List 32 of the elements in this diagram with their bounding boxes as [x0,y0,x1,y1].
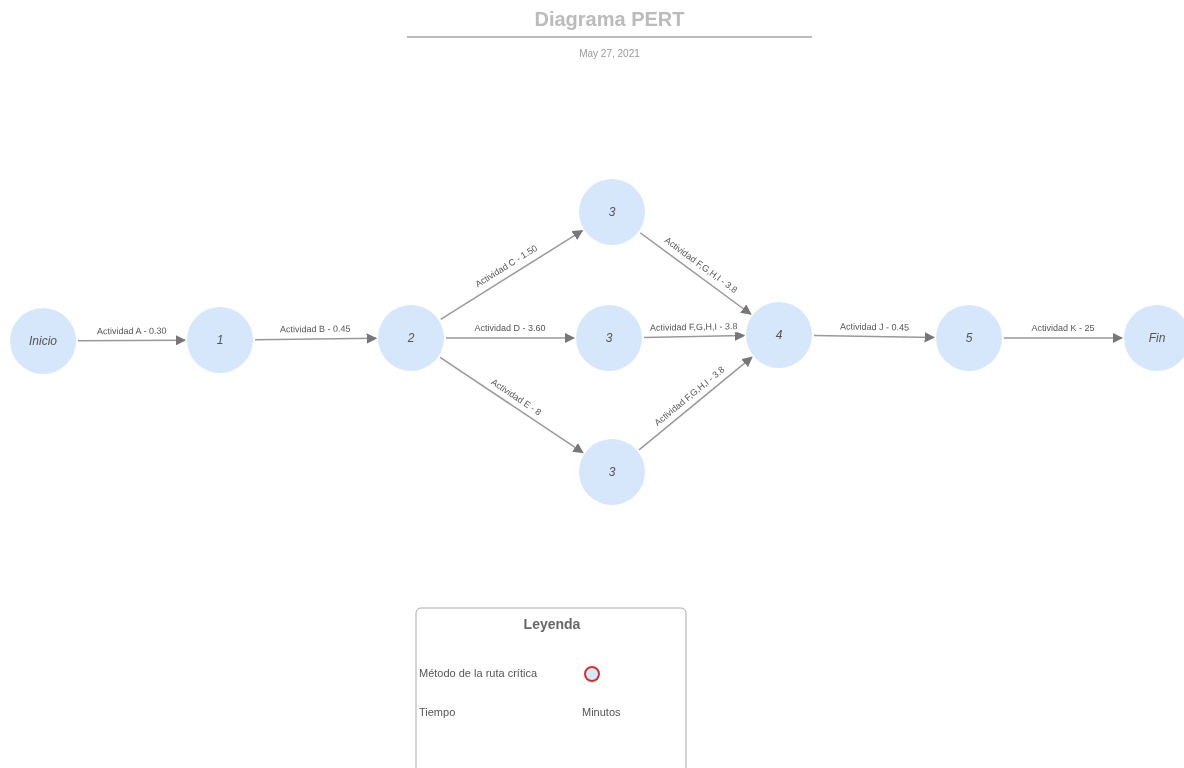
node-label: 3 [608,465,616,479]
event-circle [1124,305,1184,371]
node-label: 3 [605,331,613,345]
arrow [1003,332,1124,344]
node-label: 5 [965,331,973,345]
arrow [439,356,584,454]
arrow [254,333,378,344]
arrow [439,229,584,321]
edge-label: Actividad A - 0.30 [95,325,168,337]
node-label: 1 [216,333,224,347]
edge-label: Actividad D - 3.60 [473,323,547,334]
arrow [445,332,576,344]
arrow [643,330,746,342]
arrow [638,356,753,451]
arrow [813,332,936,343]
node-label: 2 [407,331,415,345]
node-label: Fin [1148,331,1166,345]
node-label: 3 [608,205,616,219]
title: Diagrama PERT [533,8,686,31]
edge-label: Actividad F,G,H,I - 3.8 [648,320,739,334]
node-label: 4 [775,328,783,342]
arrow [77,335,187,346]
legend-text: Método de la ruta crítica [419,667,537,679]
edge-label: Actividad B - 0.45 [279,323,352,336]
node-label: Inicio [29,334,57,348]
edge-label: Actividad K - 25 [1030,323,1096,334]
edge-label: Actividad J - 0.45 [838,320,910,334]
legend-text: Minutos [582,706,622,718]
arrow [639,232,752,315]
legend-heading: Leyenda [522,616,582,632]
legend-text: Tiempo [419,706,457,718]
date-text: May 27, 2021 [578,48,641,59]
